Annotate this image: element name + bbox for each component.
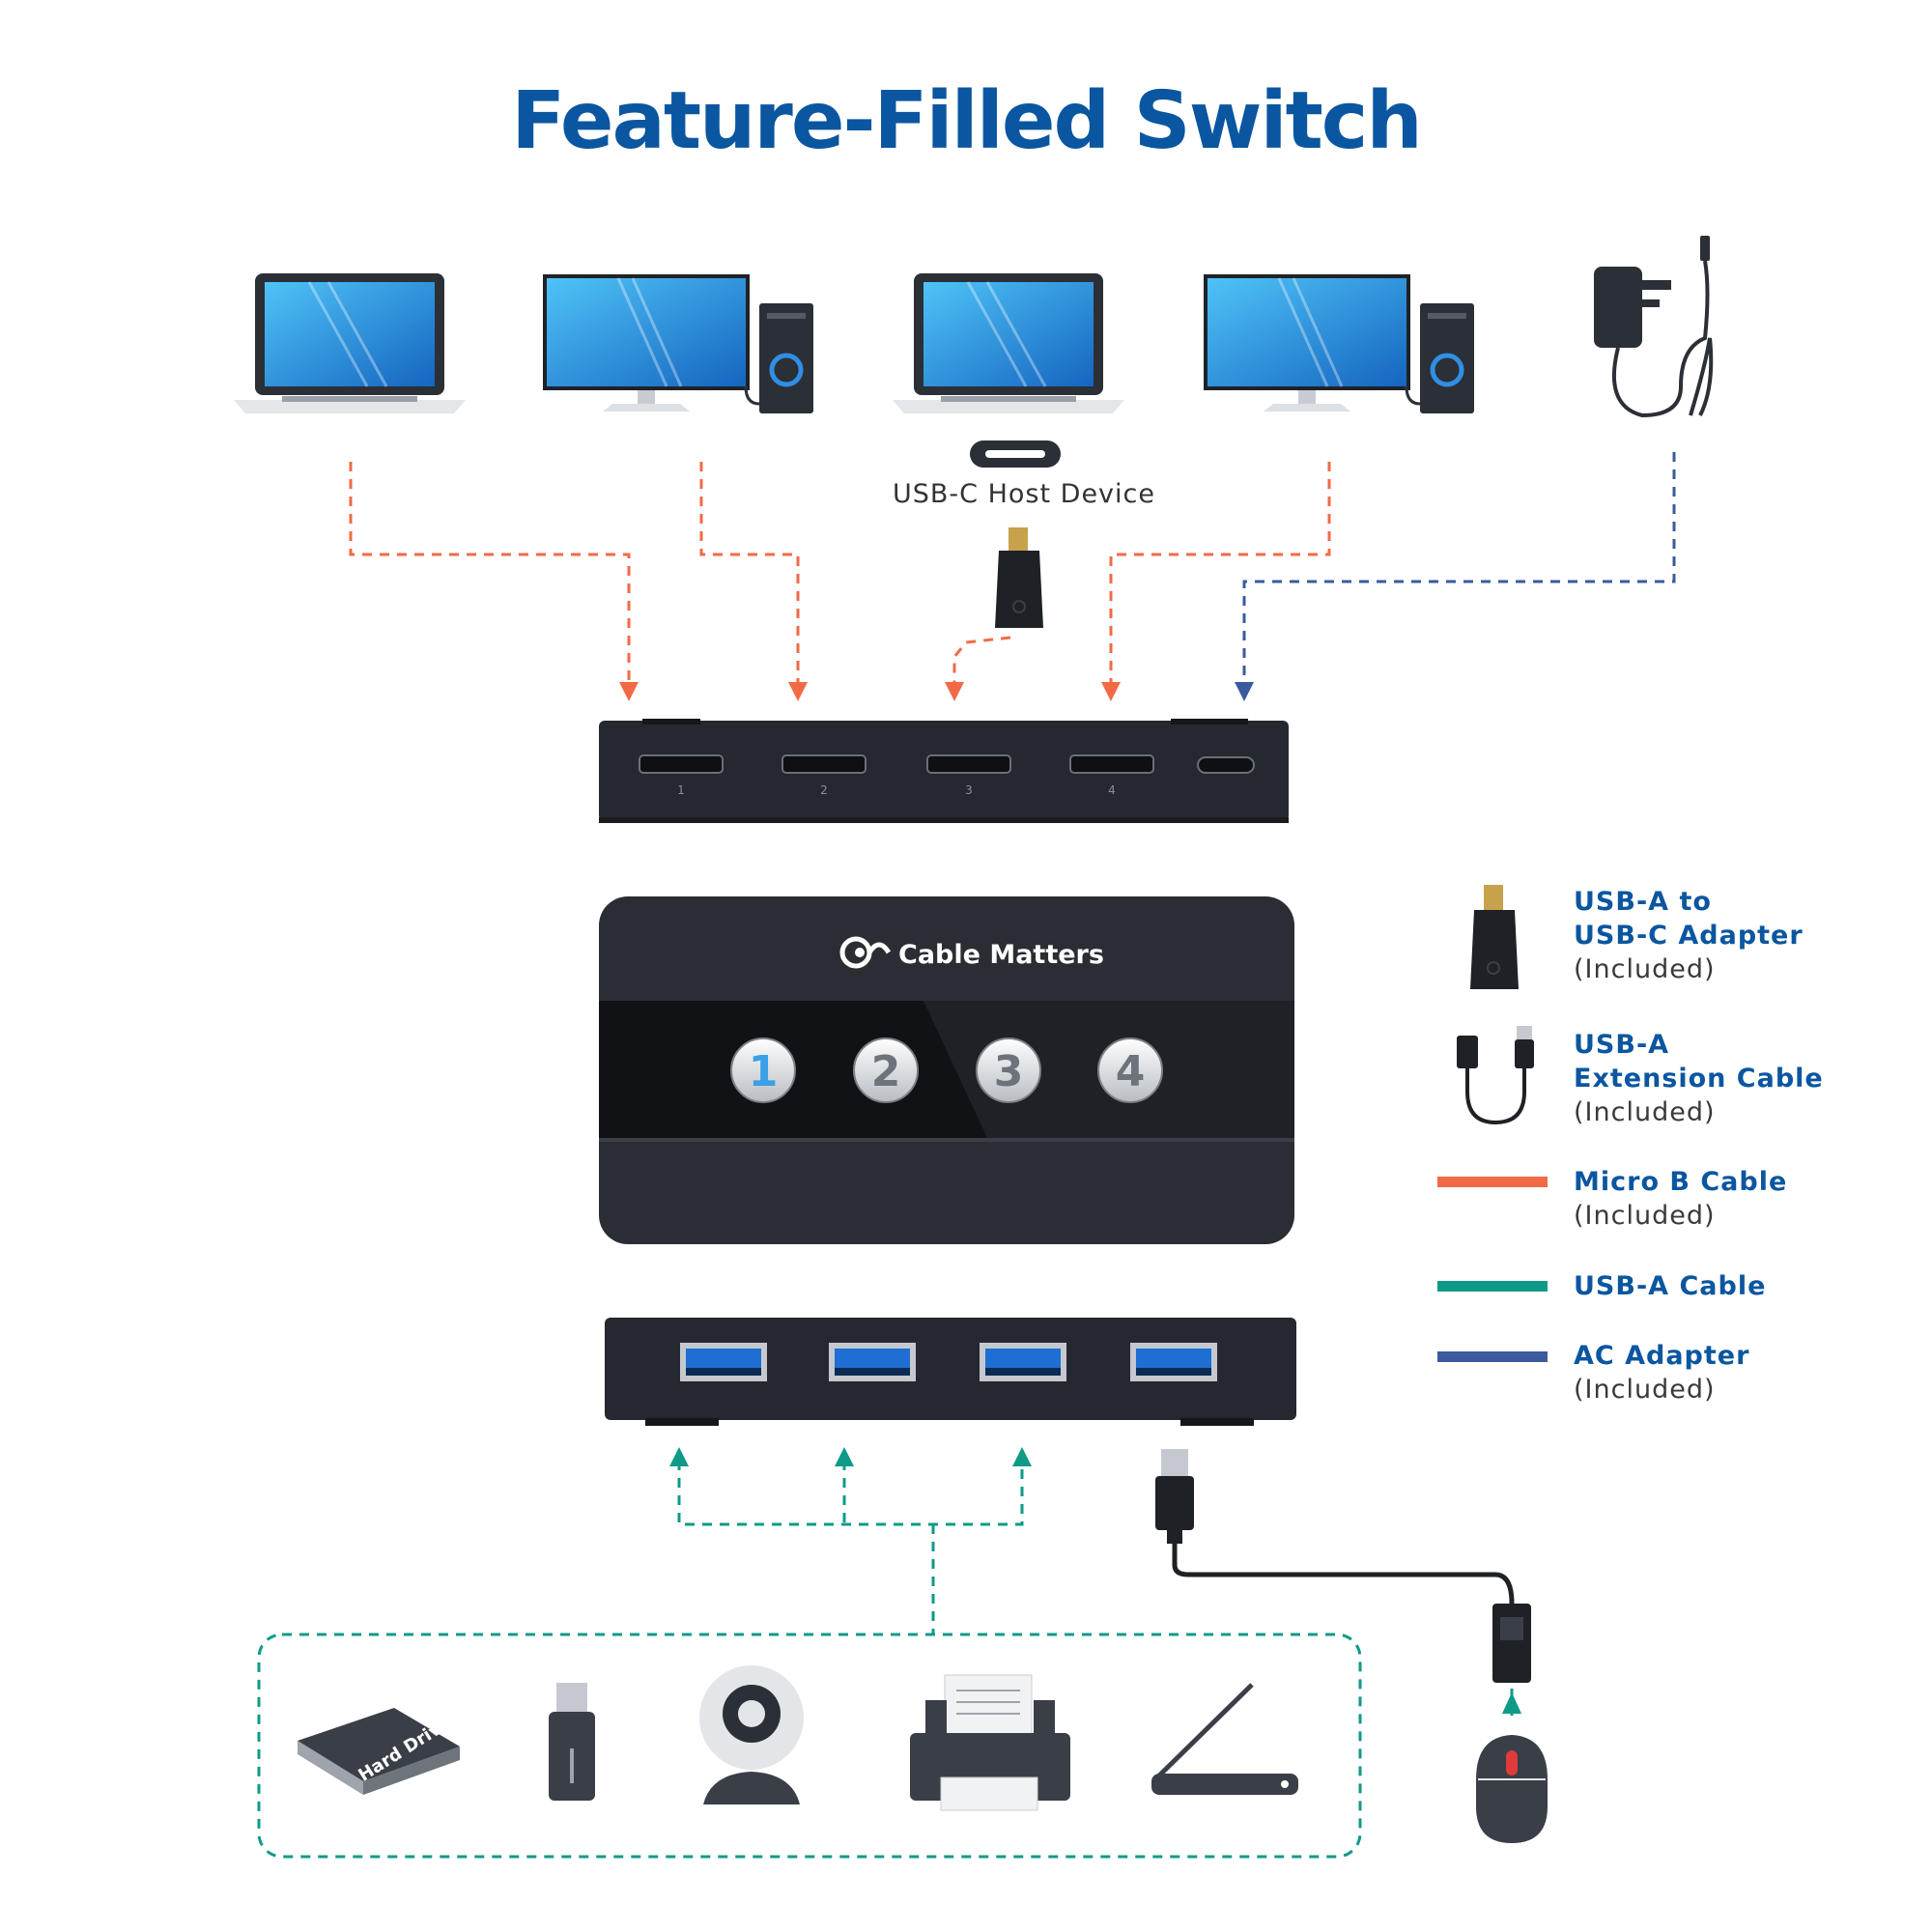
- port-number-label: 1: [677, 783, 685, 797]
- laptop-icon: [893, 273, 1124, 413]
- legend-usba-line: USB-A Cable: [1574, 1271, 1767, 1301]
- usb-a-ports: [680, 1343, 1217, 1381]
- host-device-label: USB-C Host Device: [893, 479, 1155, 509]
- legend-micro-line: Micro B Cable: [1574, 1167, 1788, 1197]
- micro-b-cables: [349, 462, 1331, 688]
- scanner-icon: [1151, 1683, 1298, 1795]
- arrowhead-blue: [1235, 682, 1254, 701]
- legend-ac-line: AC Adapter: [1574, 1341, 1750, 1371]
- legend-swatch-ac-adapter: [1437, 1351, 1548, 1362]
- usb-extension-cable-icon: [1457, 1026, 1534, 1125]
- port-number-label: 4: [1108, 783, 1116, 797]
- legend-ac-adapter: AC Adapter (Included): [1574, 1339, 1749, 1406]
- usb-flash-drive-icon: [549, 1683, 595, 1801]
- select-button-label: 1: [749, 1047, 779, 1096]
- tower-pc-icon: [744, 303, 813, 413]
- legend-micro-b: Micro B Cable (Included): [1574, 1165, 1787, 1233]
- select-buttons: 1 2 3 4: [730, 1037, 1163, 1103]
- select-button-label: 3: [994, 1047, 1024, 1096]
- legend-extension: USB-A Extension Cable (Included): [1574, 1028, 1824, 1129]
- select-button-3[interactable]: [976, 1037, 1041, 1103]
- usb-extension-cable-icon: [1155, 1449, 1531, 1683]
- webcam-icon: [699, 1665, 804, 1804]
- printer-icon: [910, 1674, 1070, 1811]
- usb-adapter-icon: [1470, 885, 1519, 989]
- hard-drive-icon: [298, 1708, 460, 1795]
- tower-pc-icon: [1405, 303, 1474, 413]
- select-button-label: 4: [1116, 1047, 1146, 1096]
- desktop-monitor-icon: [1204, 274, 1410, 412]
- legend-swatch-usb-a: [1437, 1281, 1548, 1292]
- legend-adapter-note: (Included): [1574, 954, 1716, 984]
- usb-a-cables: [257, 1461, 1514, 1859]
- legend-adapter-line1: USB-A to: [1574, 887, 1712, 917]
- legend-swatch-micro-b: [1437, 1177, 1548, 1187]
- legend-usb-a: USB-A Cable: [1574, 1269, 1766, 1303]
- legend-adapter: USB-A to USB-C Adapter (Included): [1574, 885, 1804, 986]
- port-number-label: 3: [965, 783, 973, 797]
- legend-ext-note: (Included): [1574, 1097, 1716, 1127]
- page-title: Feature-Filled Switch: [511, 75, 1423, 167]
- cable-matters-logo: [839, 936, 892, 969]
- arrowheads-teal: [669, 1447, 1521, 1714]
- brand-label: Cable Matters: [898, 940, 1104, 970]
- usb-adapter-icon: [995, 527, 1043, 628]
- legend-ext-line1: USB-A: [1574, 1030, 1670, 1060]
- select-button-label: 2: [871, 1047, 901, 1096]
- arrowheads-orange: [619, 682, 1121, 701]
- legend-adapter-line2: USB-C Adapter: [1574, 921, 1804, 951]
- desktop-monitor-icon: [543, 274, 750, 412]
- select-button-2[interactable]: [853, 1037, 919, 1103]
- select-button-4[interactable]: [1097, 1037, 1163, 1103]
- switch-back-panel: [599, 719, 1289, 823]
- port-number-label: 2: [820, 783, 828, 797]
- legend-ac-note: (Included): [1574, 1375, 1716, 1405]
- laptop-icon: [234, 273, 466, 413]
- legend-ext-line2: Extension Cable: [1574, 1064, 1824, 1094]
- usb-c-port-icon: [970, 440, 1061, 468]
- ac-adapter-cable: [1242, 452, 1676, 688]
- switch-front-panel: [605, 1318, 1296, 1426]
- select-button-1[interactable]: [730, 1037, 796, 1103]
- legend-micro-note: (Included): [1574, 1201, 1716, 1231]
- ac-adapter-icon: [1594, 236, 1714, 418]
- mouse-icon: [1476, 1735, 1548, 1843]
